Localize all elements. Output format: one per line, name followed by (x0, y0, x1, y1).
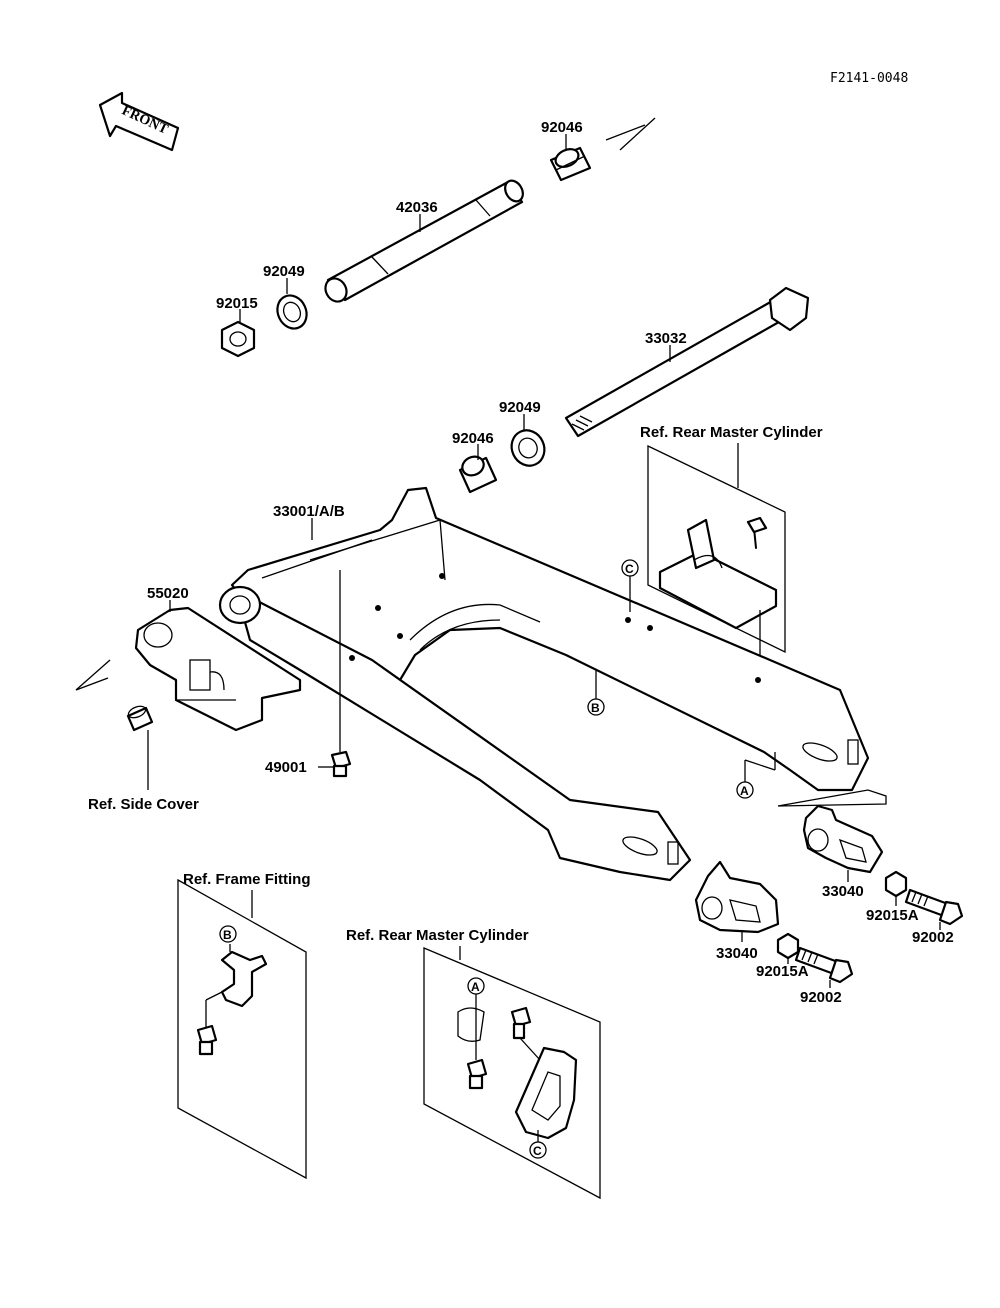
svg-text:C: C (625, 562, 634, 576)
label-92015A-left: 92015A (756, 963, 809, 980)
label-42036: 42036 (396, 199, 438, 216)
chain-adjuster-33040-right (777, 789, 887, 874)
label-92015: 92015 (216, 295, 258, 312)
ref-frame-fitting: Ref. Frame Fitting (183, 871, 311, 888)
ref-rear-master-cylinder-top: Ref. Rear Master Cylinder (640, 424, 823, 441)
ref-rear-master-cylinder-bottom: Ref. Rear Master Cylinder (346, 927, 529, 944)
label-33032: 33032 (645, 330, 687, 347)
nut-92015A-left (776, 932, 800, 960)
nut-92015 (220, 320, 256, 358)
nut-92015A-right (884, 870, 908, 898)
frame-fitting-bracket: B (177, 878, 307, 1180)
axle-bolt-33032 (564, 286, 810, 438)
label-33040-left: 33040 (716, 945, 758, 962)
bolt-92002-left (794, 946, 854, 984)
grease-nipple-49001 (330, 570, 352, 778)
axis-hint-top (605, 117, 656, 151)
label-55020: 55020 (147, 585, 189, 602)
marker-a-swingarm: A (736, 752, 776, 799)
label-33040-right: 33040 (822, 883, 864, 900)
label-92046-top: 92046 (541, 119, 583, 136)
chain-adjuster-33040-left (694, 860, 780, 934)
spacer-side-cover (126, 705, 154, 790)
bearing-92046-top (549, 146, 592, 182)
label-92046-mid: 92046 (452, 430, 494, 447)
bolt-92002-right (904, 888, 964, 926)
bearing-92046-mid (458, 455, 498, 494)
label-33001: 33001/A/B (273, 503, 345, 520)
svg-text:A: A (740, 784, 749, 798)
label-92002-left: 92002 (800, 989, 842, 1006)
marker-b-swingarm: B (587, 670, 605, 716)
sleeve-42036 (324, 179, 524, 303)
front-arrow-icon: FRONT (98, 91, 180, 152)
svg-text:C: C (533, 1144, 542, 1158)
svg-text:A: A (471, 980, 480, 994)
marker-c-swingarm: C (621, 559, 639, 612)
label-49001: 49001 (265, 759, 307, 776)
svg-text:B: B (591, 701, 600, 715)
label-92049-left: 92049 (263, 263, 305, 280)
rear-master-bracket-bottom: A C (423, 947, 601, 1200)
chain-guard-55020 (134, 606, 302, 732)
drawing-code: F2141-0048 (830, 71, 908, 86)
label-92049-mid: 92049 (499, 399, 541, 416)
label-92015A-right: 92015A (866, 907, 919, 924)
svg-text:B: B (223, 928, 232, 942)
ref-side-cover: Ref. Side Cover (88, 796, 199, 813)
rear-master-bracket-top (647, 444, 786, 680)
label-92002-right: 92002 (912, 929, 954, 946)
seal-92049-mid (510, 429, 546, 467)
swingarm-33001 (218, 486, 870, 882)
axis-hint-left (75, 659, 111, 691)
seal-92049-left (276, 294, 308, 330)
